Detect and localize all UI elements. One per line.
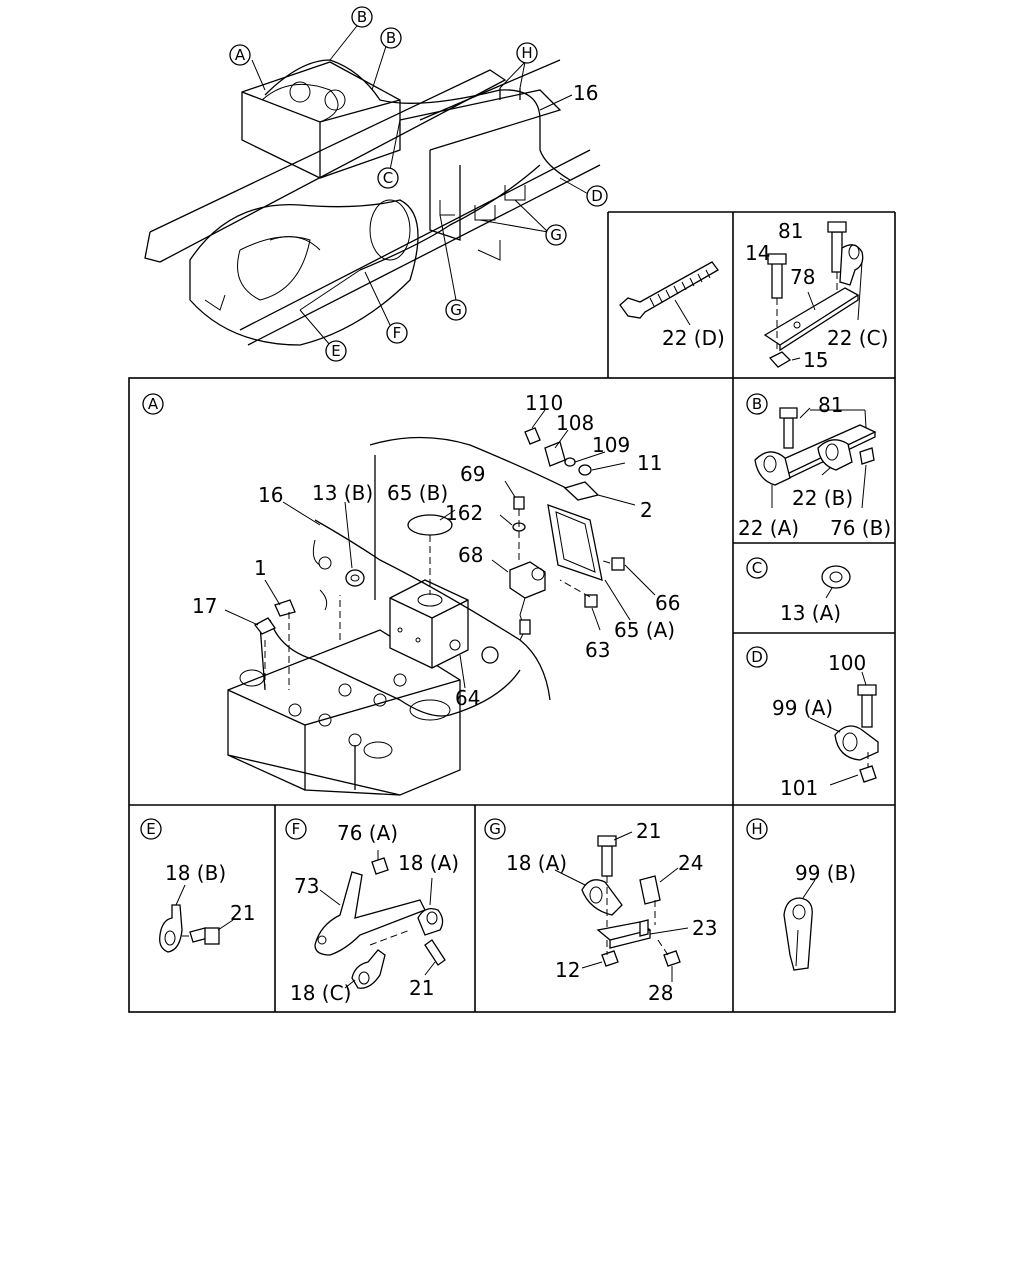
detail-f-drawing <box>314 850 446 989</box>
detail-a-drawing <box>224 409 656 796</box>
detail-b-label-81: 81 <box>818 393 843 417</box>
detail-a-label-13b: 13 (B) <box>312 481 373 505</box>
detail-a-label-109: 109 <box>592 433 630 457</box>
clamp-label-15: 15 <box>803 348 828 372</box>
detail-b-label-76b: 76 (B) <box>830 516 891 540</box>
svg-text:B: B <box>752 395 762 413</box>
overview-label-16: 16 <box>573 81 598 105</box>
overview-callout-b-left: B <box>351 6 373 28</box>
svg-text:B: B <box>386 29 396 47</box>
svg-text:G: G <box>450 301 462 319</box>
detail-f-callout: F <box>285 818 307 840</box>
detail-a-label-65b: 65 (B) <box>387 481 448 505</box>
detail-e-drawing <box>159 884 234 953</box>
detail-h-drawing <box>783 879 816 971</box>
svg-text:G: G <box>550 226 562 244</box>
detail-g-callout: G <box>484 818 506 840</box>
detail-e-callout: E <box>140 818 162 840</box>
detail-g-label-21: 21 <box>636 819 661 843</box>
detail-a-label-66: 66 <box>655 591 680 615</box>
detail-a-label-108: 108 <box>556 411 594 435</box>
detail-a-label-1: 1 <box>254 556 267 580</box>
svg-text:E: E <box>146 820 155 838</box>
detail-f-label-18a: 18 (A) <box>398 851 459 875</box>
detail-b-drawing <box>754 407 877 509</box>
clamp-bracket-drawing <box>763 221 864 368</box>
detail-f-label-76a: 76 (A) <box>337 821 398 845</box>
detail-a-label-11: 11 <box>637 451 662 475</box>
overview-callout-a: A <box>229 44 251 66</box>
overview-callout-d: D <box>586 185 608 207</box>
overview-callout-g-lower: G <box>445 299 467 321</box>
detail-d-drawing <box>809 671 879 786</box>
detail-d-label-100: 100 <box>828 651 866 675</box>
detail-a-label-110: 110 <box>525 391 563 415</box>
overview-callout-h: H <box>516 42 538 64</box>
detail-h-callout: H <box>746 818 768 840</box>
svg-text:A: A <box>148 395 159 413</box>
clamp-label-22c: 22 (C) <box>827 326 888 350</box>
detail-a-label-2: 2 <box>640 498 653 522</box>
svg-text:C: C <box>383 169 393 187</box>
detail-c-drawing <box>821 565 851 599</box>
detail-d-callout: D <box>746 646 768 668</box>
detail-g-label-23: 23 <box>692 916 717 940</box>
detail-g-drawing <box>554 831 689 982</box>
detail-g-label-28: 28 <box>648 981 673 1005</box>
svg-text:G: G <box>489 820 501 838</box>
detail-e-label-18b: 18 (B) <box>165 861 226 885</box>
overview-callout-c: C <box>377 167 399 189</box>
detail-a-label-162: 162 <box>445 501 483 525</box>
detail-b-label-22a: 22 (A) <box>738 516 799 540</box>
detail-a-label-68: 68 <box>458 543 483 567</box>
cable-tie-label: 22 (D) <box>662 326 725 350</box>
clamp-label-14: 14 <box>745 241 770 265</box>
overview-callout-b-right: B <box>380 27 402 49</box>
detail-b-label-22b: 22 (B) <box>792 486 853 510</box>
detail-c-callout: C <box>746 557 768 579</box>
detail-g-label-24: 24 <box>678 851 703 875</box>
detail-a-label-69: 69 <box>460 462 485 486</box>
detail-a-label-64: 64 <box>455 686 480 710</box>
svg-text:D: D <box>591 187 603 205</box>
svg-text:E: E <box>331 342 340 360</box>
detail-d-label-101: 101 <box>780 776 818 800</box>
panel-frames <box>128 211 896 1013</box>
overview-callout-f: F <box>386 322 408 344</box>
detail-d-label-99a: 99 (A) <box>772 696 833 720</box>
svg-text:D: D <box>751 648 763 666</box>
svg-text:B: B <box>357 8 367 26</box>
clamp-label-78: 78 <box>790 265 815 289</box>
detail-a-label-65a: 65 (A) <box>614 618 675 642</box>
svg-text:A: A <box>235 46 246 64</box>
clamp-label-81: 81 <box>778 219 803 243</box>
detail-a-label-63: 63 <box>585 638 610 662</box>
detail-f-label-73: 73 <box>294 874 319 898</box>
cable-tie-drawing <box>619 261 719 326</box>
detail-g-label-18a: 18 (A) <box>506 851 567 875</box>
detail-c-label-13a: 13 (A) <box>780 601 841 625</box>
detail-g-label-12: 12 <box>555 958 580 982</box>
overview-callout-e: E <box>325 340 347 362</box>
detail-a-label-16: 16 <box>258 483 283 507</box>
svg-text:H: H <box>521 44 532 62</box>
detail-a-label-17: 17 <box>192 594 217 618</box>
svg-text:C: C <box>752 559 762 577</box>
detail-e-label-21: 21 <box>230 901 255 925</box>
svg-text:H: H <box>751 820 762 838</box>
detail-f-label-21: 21 <box>409 976 434 1000</box>
detail-b-callout: B <box>746 393 768 415</box>
detail-h-label-99b: 99 (B) <box>795 861 856 885</box>
svg-text:F: F <box>393 324 402 342</box>
overview-callout-g-right: G <box>545 224 567 246</box>
chassis-overview-drawing <box>144 21 601 346</box>
detail-f-label-18c: 18 (C) <box>290 981 351 1005</box>
detail-a-callout: A <box>142 393 164 415</box>
svg-text:F: F <box>292 820 301 838</box>
